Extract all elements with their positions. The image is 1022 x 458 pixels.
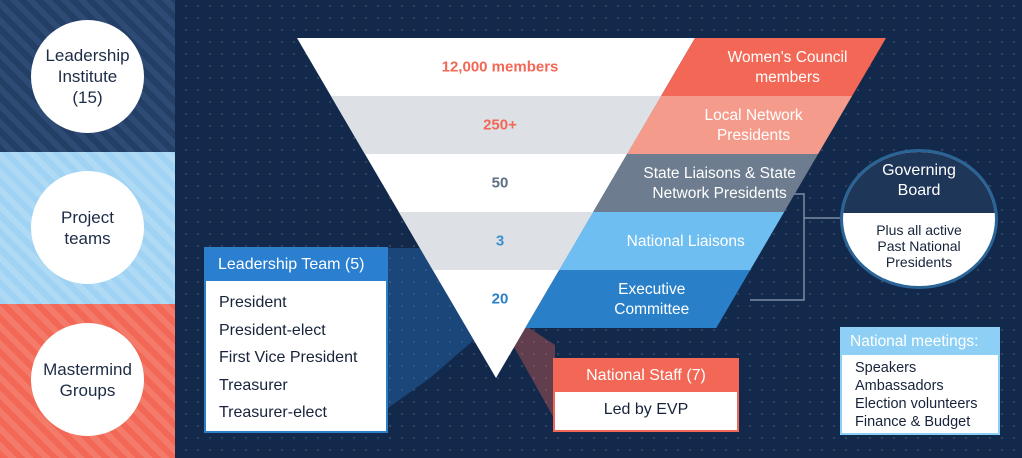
- national-meetings-list: Speakers Ambassadors Election volunteers…: [842, 355, 998, 431]
- mastermind-groups-circle: Mastermind Groups: [31, 323, 144, 436]
- funnel-value: 50: [492, 175, 509, 192]
- funnel-label-band: [559, 212, 785, 270]
- leadership-team-item: Treasurer-elect: [219, 404, 327, 421]
- national-meetings-item: Speakers: [855, 360, 917, 376]
- funnel-label-text: Network Presidents: [652, 185, 787, 202]
- national-meetings-item: Finance & Budget: [855, 414, 971, 430]
- national-staff-title: National Staff (7): [555, 360, 737, 392]
- funnel-label-text: Executive: [618, 281, 685, 298]
- leadership-team-item: Treasurer: [219, 376, 288, 394]
- governing-board-body: Plus all active Past National Presidents: [876, 222, 962, 270]
- funnel-value: 250+: [483, 117, 517, 134]
- national-staff-panel: National Staff (7) Led by EVP: [553, 358, 739, 432]
- funnel-label-text: members: [755, 69, 820, 86]
- leadership-institute-circle: Leadership Institute (15): [31, 20, 144, 133]
- funnel-label-band: [525, 270, 751, 328]
- funnel-label-text: Presidents: [717, 127, 790, 144]
- funnel-label-band: [661, 38, 886, 96]
- governing-board-circle: Governing Board Plus all active Past Nat…: [840, 149, 998, 289]
- funnel-label-text: Women's Council: [728, 49, 848, 66]
- national-meetings-item: Ambassadors: [855, 378, 944, 394]
- funnel-label-text: National Liaisons: [627, 233, 745, 250]
- funnel-label-text: Local Network: [704, 107, 802, 124]
- leadership-team-list: President President-elect First Vice Pre…: [206, 281, 386, 427]
- side-band-mastermind-groups: Mastermind Groups: [0, 304, 175, 458]
- leadership-team-panel: Leadership Team (5) President President-…: [204, 247, 388, 433]
- national-meetings-item: Election volunteers: [855, 396, 978, 412]
- funnel-label-band: [627, 96, 853, 154]
- side-band-leadership-institute: Leadership Institute (15): [0, 0, 175, 152]
- funnel-row-shade: [330, 96, 662, 154]
- project-teams-circle: Project teams: [31, 171, 144, 284]
- national-staff-body: Led by EVP: [603, 401, 689, 418]
- funnel-row-shade: [398, 212, 594, 270]
- funnel-value: 3: [496, 233, 504, 250]
- governing-board-title: Governing Board: [843, 152, 995, 213]
- funnel-value: 20: [492, 291, 509, 308]
- leadership-team-item: President: [219, 294, 287, 311]
- leadership-team-item: First Vice President: [219, 349, 358, 366]
- side-band-project-teams: Project teams: [0, 152, 175, 304]
- funnel-label-text: State Liaisons & State: [643, 165, 796, 182]
- national-meetings-panel: National meetings: Speakers Ambassadors …: [840, 327, 1000, 435]
- leadership-team-item: President-elect: [219, 321, 326, 339]
- funnel-label-band: [593, 154, 819, 212]
- funnel-value: 12,000 members: [442, 59, 559, 76]
- leadership-team-title: Leadership Team (5): [206, 249, 386, 281]
- national-meetings-title: National meetings:: [842, 329, 998, 355]
- funnel-label-text: Committee: [614, 301, 689, 318]
